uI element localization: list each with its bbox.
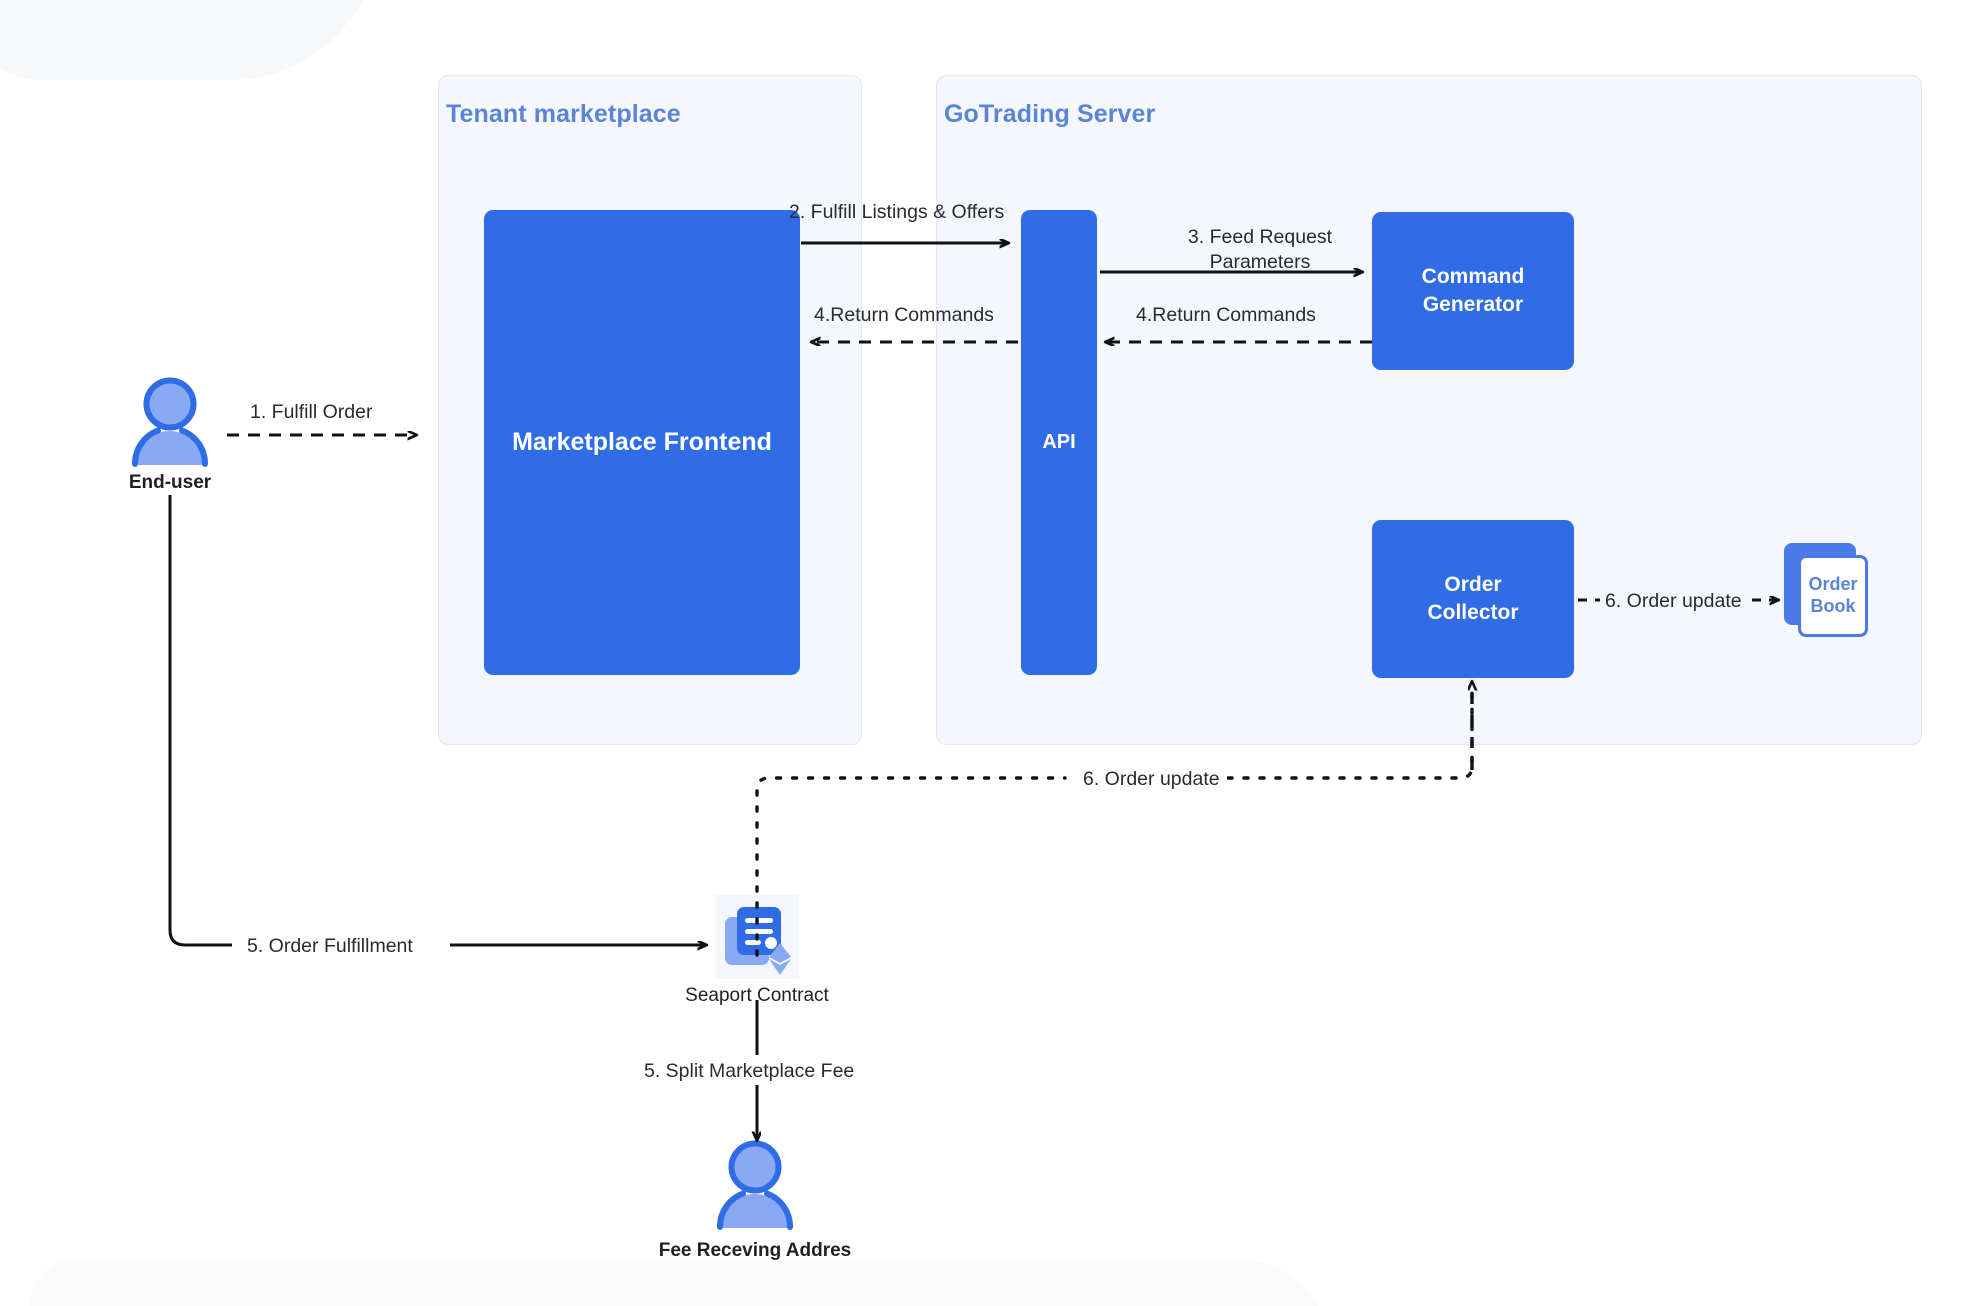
node-seaport-contract-label: Seaport Contract xyxy=(685,985,829,1006)
panel-gotrading-server-title: GoTrading Server xyxy=(944,100,1156,128)
edge-fulfill-order-label: 1. Fulfill Order xyxy=(250,401,373,423)
node-marketplace-frontend-label: Marketplace Frontend xyxy=(512,428,772,456)
edge-order-fulfillment-label: 5. Order Fulfillment xyxy=(240,934,420,960)
order-book-card: Order Book xyxy=(1798,555,1868,637)
node-end-user[interactable] xyxy=(128,375,212,467)
edge-feed-request-parameters-label: 3. Feed Request Parameters xyxy=(1187,226,1333,274)
node-seaport-contract[interactable] xyxy=(715,895,799,979)
edge-order-update-collector-right xyxy=(1226,688,1474,780)
edge-order-update-collector-left xyxy=(755,776,1067,957)
edge-return-commands-api-frontend-label: 4.Return Commands xyxy=(814,304,994,326)
node-api-label: API xyxy=(1042,431,1076,454)
node-end-user-label: End-user xyxy=(128,472,212,493)
panel-tenant-marketplace-title: Tenant marketplace xyxy=(446,100,681,128)
node-order-book[interactable]: Order Book xyxy=(1784,543,1876,641)
edge-order-fulfillment-left xyxy=(168,495,232,947)
edge-return-commands-cmdgen-api-label: 4.Return Commands xyxy=(1136,304,1316,326)
node-api[interactable]: API xyxy=(1021,210,1097,675)
ethereum-diamond-icon xyxy=(769,943,791,975)
node-command-generator-label: Command Generator xyxy=(1421,265,1525,316)
edge-order-update-book-label: 6. Order update xyxy=(1605,590,1742,612)
contract-document-icon xyxy=(725,907,791,975)
edge-fulfill-listings-label: 2. Fulfill Listings & Offers xyxy=(789,201,1005,223)
node-marketplace-frontend[interactable]: Marketplace Frontend xyxy=(484,210,800,675)
user-avatar-icon xyxy=(716,1140,794,1230)
user-avatar-icon xyxy=(131,377,209,467)
node-order-collector-label: Order Collector xyxy=(1427,573,1519,624)
node-fee-receiving-address[interactable] xyxy=(713,1138,797,1230)
node-order-collector[interactable]: Order Collector xyxy=(1372,520,1574,678)
background-wash-bottom xyxy=(30,1260,1330,1306)
edge-order-update-collector-label: 6. Order update xyxy=(1076,767,1227,793)
node-command-generator[interactable]: Command Generator xyxy=(1372,212,1574,370)
edge-split-fee-label: 5. Split Marketplace Fee xyxy=(637,1059,862,1085)
node-fee-receiving-address-label: Fee Receving Addres xyxy=(658,1240,852,1261)
